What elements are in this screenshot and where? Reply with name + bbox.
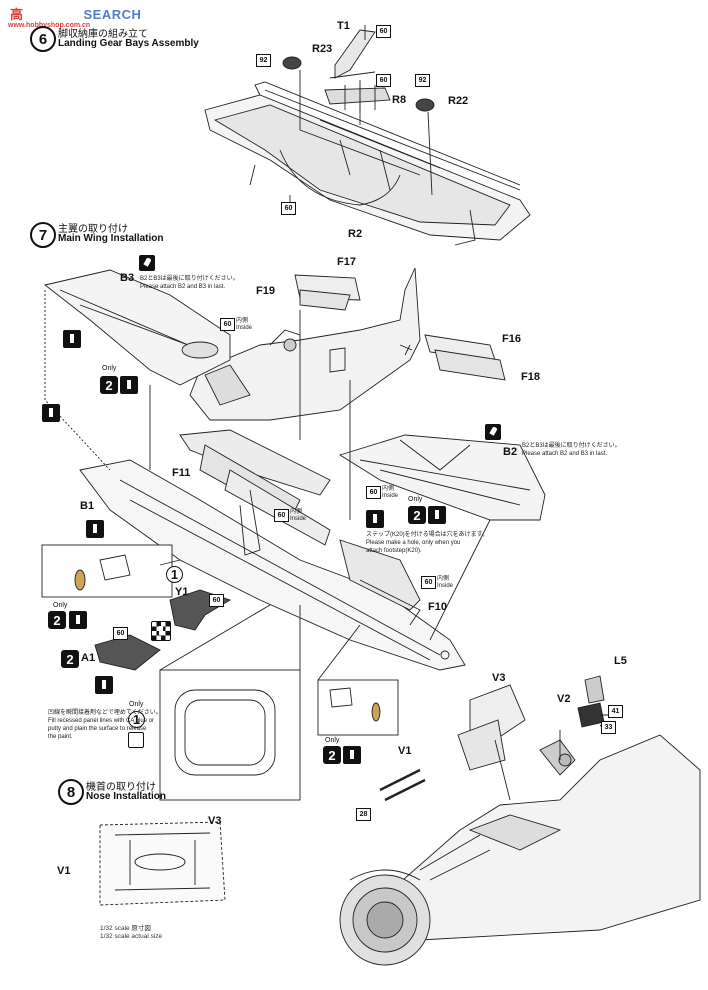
color-60-inside-3: 60 [274,509,289,522]
part-V3: V3 [492,672,506,684]
color-28: 28 [356,808,371,821]
only-label-1: Only [102,365,117,372]
note-fill-en2: putty and plain the surface to release [48,726,147,732]
note-step-en2: attach footstep(K20). [366,548,422,554]
glue-caution-icon-b2 [485,424,501,440]
note-fill-en3: the paint. [48,734,73,740]
note-inside-en-4: Inside [437,583,454,589]
step6-title-jp: 脚収納庫の組み立て [58,29,148,40]
note-inside-jp-1: 内側 [236,318,249,324]
color-33: 33 [601,721,616,734]
part-F19: F19 [256,285,275,297]
part-R22: R22 [448,95,469,107]
step6-title-en: Landing Gear Bays Assembly [58,38,199,49]
color-60-r2: 60 [281,202,296,215]
note-inside-jp-4: 内側 [437,576,450,582]
fill-icon [128,732,144,748]
note-step-en1: Please make a hole, only when you [366,540,461,546]
part-F18: F18 [521,371,540,383]
color-60-inside-2: 60 [366,486,381,499]
color-60-r8: 60 [376,74,391,87]
note-b3-jp: B2とB3は最後に取り付けください。 [140,276,239,282]
drill-hole-icon-9 [343,746,361,764]
step7-title-jp: 主翼の取り付け [58,224,128,235]
glue-caution-icon-b3 [139,255,155,271]
note-inside-jp-2: 内側 [382,486,395,492]
part-A1: A1 [81,652,96,664]
step6-number: 6 [30,26,56,52]
part-V3-scale: V3 [208,815,222,827]
only-label-3: Only [53,602,68,609]
checker-icon [151,621,171,641]
part-F17: F17 [337,256,356,268]
part-V1-scale: V1 [57,865,71,877]
color-41: 41 [608,705,623,718]
color-60-t1: 60 [376,25,391,38]
only-label-4: Only [129,701,144,708]
note-inside-en-2: Inside [382,493,399,499]
scale-note-jp: 1/32 scale 原寸図 [100,925,151,932]
only-num-2-c: 2 [48,611,66,629]
drill-hole-icon-1 [63,330,81,348]
only-num-1-a: 1 [166,566,183,583]
note-b2-en: Please attach B2 and B3 in last. [522,451,608,457]
part-Y1: Y1 [175,586,189,598]
color-92-r22: 92 [415,74,430,87]
part-F16: F16 [502,333,521,345]
color-92-r23: 92 [256,54,271,67]
only-num-2-e: 2 [323,746,341,764]
drill-hole-icon-5 [86,520,104,538]
step8-number: 8 [58,779,84,805]
drill-hole-icon-4 [428,506,446,524]
part-V1: V1 [398,745,412,757]
note-b2-jp: B2とB3は最後に取り付けください。 [522,443,621,449]
step8-title-jp: 機首の取り付け [86,782,156,793]
color-60-f10: 60 [421,576,436,589]
part-T1: T1 [337,20,350,32]
step7-number: 7 [30,222,56,248]
drill-hole-icon-3 [42,404,60,422]
note-inside-jp-3: 内側 [290,509,303,515]
color-60-inside: 60 [220,318,235,331]
note-fill-en1: Fill recessed panel lines with CA glue o… [48,718,155,724]
note-b3-en: Please attach B2 and B3 in last. [140,284,226,290]
note-step-jp: ステップ(K20)を付ける場合は穴をあけます。 [366,532,489,538]
part-R8: R8 [392,94,407,106]
color-60-a1: 60 [113,627,128,640]
part-R23: R23 [312,43,333,55]
part-R2: R2 [348,228,363,240]
note-inside-en-3: Inside [290,516,307,522]
only-num-1-b: 1 [128,711,145,728]
part-B1: B1 [80,500,95,512]
only-label-2: Only [408,496,423,503]
step7-title-en: Main Wing Installation [58,233,164,244]
color-60-y1: 60 [209,594,224,607]
only-num-2-b: 2 [408,506,426,524]
note-fill-jp: 凹線を瞬間接着剤などで埋めてください。 [48,710,162,716]
part-V2: V2 [557,693,571,705]
part-F11: F11 [172,467,191,479]
part-B3: B3 [120,272,135,284]
only-num-2-a: 2 [100,376,118,394]
only-num-2-d: 2 [61,650,79,668]
only-label-5: Only [325,737,340,744]
drill-hole-icon-8 [95,676,113,694]
part-F10: F10 [428,601,447,613]
part-L5: L5 [614,655,627,667]
drill-hole-icon-2 [120,376,138,394]
step8-title-en: Nose Installation [86,791,167,802]
watermark-sub: www.hobbyshop.com.cn [8,22,91,29]
scale-note-en: 1/32 scale actual size [100,933,163,940]
drill-hole-icon-7 [69,611,87,629]
drill-hole-icon-6 [366,510,384,528]
part-B2: B2 [503,446,518,458]
note-inside-en-1: Inside [236,325,253,331]
